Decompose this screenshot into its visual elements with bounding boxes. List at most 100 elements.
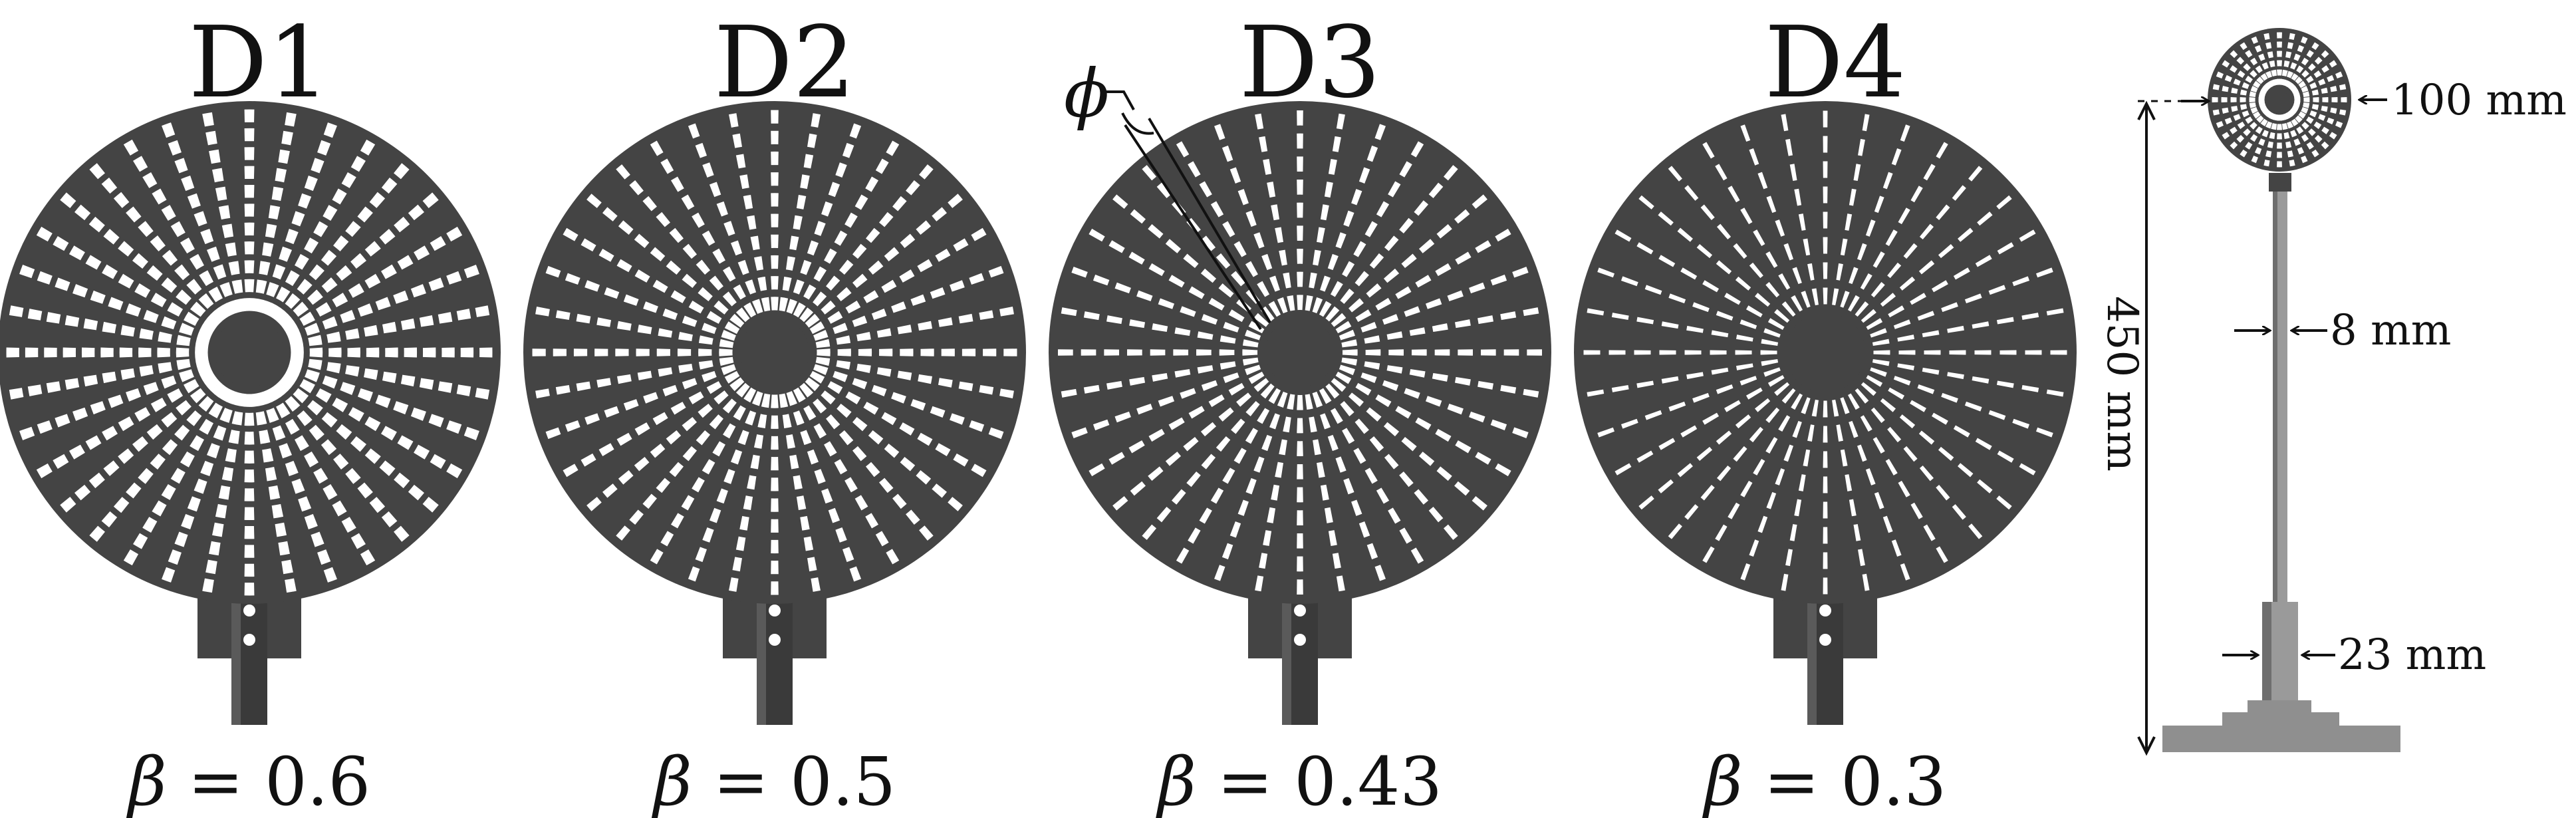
disc-hole [682,315,698,327]
disc-hole [1267,507,1276,523]
disc-hole [1918,430,1935,445]
disc-hole [1229,521,1241,538]
disc-hole [1104,349,1120,356]
disc-hole [1634,350,1651,355]
disc-hole [1968,523,1983,539]
disc-hole [244,109,255,122]
disc-hole [1297,556,1303,572]
disc-hole [796,495,807,510]
disc-hole [1597,267,1615,278]
disc-hole [826,414,840,430]
disc-hole [385,347,398,358]
disc-hole [2283,60,2290,68]
disc-hole [670,402,686,415]
disc-hole [553,348,567,356]
disc-hole [138,347,152,358]
disc-hole [999,307,1014,317]
disc-hole [729,377,745,392]
disc-hole [1327,434,1339,452]
disc-hole [152,500,167,517]
disc-hole [1823,426,1828,443]
disc-hole [1823,552,1828,569]
disc-hole [1263,159,1272,175]
disc-hole [1855,388,1869,404]
disc-hole [1469,411,1485,423]
disc-hole [871,384,887,397]
disc-hole [678,363,693,374]
disc-hole [1327,253,1339,271]
disc-hole [2290,130,2297,138]
disc-hole [408,484,424,501]
disc-hole [827,381,843,394]
disc-hole [2269,132,2275,140]
disc-hole [988,427,1004,440]
beta-label: β = 0.43 [1155,743,1442,818]
porous-disc-d3 [1049,101,1551,725]
disc-hole [1789,164,1797,182]
disc-hole [2286,80,2293,89]
disc-hole [85,435,102,450]
disc-hole [1597,427,1615,438]
disc-hole [842,142,854,158]
disc-hole [1261,434,1273,452]
disc-hole [1188,161,1201,178]
disc-hole [2301,36,2308,44]
disc-hole [2330,86,2337,92]
disc-hole [157,347,170,358]
disc-hole [771,539,779,554]
disc-hole [275,168,287,183]
disc-hole [2231,106,2238,112]
disc-hole [2243,128,2251,136]
disc-hole [2230,141,2238,150]
disc-hole [1297,110,1303,126]
disc-hole [1208,297,1225,311]
disc-hole [9,388,24,400]
mount-bolt-hole [769,634,781,646]
mount-bolt-hole [1294,605,1306,616]
disc-hole [1728,502,1740,519]
disc-hole [650,247,666,261]
disc-hole [750,235,760,251]
disc-hole [259,390,273,406]
disc-hole [1418,239,1435,253]
disc-hole [983,348,997,356]
disc-hole [1231,418,1245,434]
disc-hole [1242,349,1258,356]
disc-hole [2281,123,2288,130]
disc-hole [1903,446,1918,462]
disc-hole [244,166,255,180]
disc-hole [119,347,133,358]
disc-hole [118,448,134,464]
disc-hole [1823,161,1828,178]
disc-hole [2253,80,2261,88]
disc-hole [839,259,854,275]
disc-hole [1870,367,1887,377]
disc-hole [2273,78,2279,86]
disc-hole [2260,118,2268,126]
disc-hole [181,513,195,529]
disc-hole [123,139,139,156]
disc-hole [2295,76,2303,84]
disc-hole [1257,408,1270,424]
disc-hole [1458,349,1474,356]
disc-hole [771,255,779,269]
disc-hole [724,370,740,384]
disc-hole [803,154,814,169]
disc-hole [1858,549,1865,567]
disc-hole [813,423,827,439]
disc-hole [637,325,652,335]
disc-hole [698,360,713,370]
disc-hole [1279,249,1287,266]
disc-hole [1283,416,1291,433]
disc-hole [205,559,217,575]
disc-hole [1724,293,1741,305]
disc-hole [793,215,803,230]
disc-hole [2256,115,2264,123]
disc-hole [1130,209,1146,224]
disc-hole [180,237,195,254]
disc-hole [102,426,118,441]
disc-hole [1792,420,1802,438]
disc-hole [1216,436,1231,452]
disc-hole [2290,62,2297,70]
disc-hole [297,279,313,295]
